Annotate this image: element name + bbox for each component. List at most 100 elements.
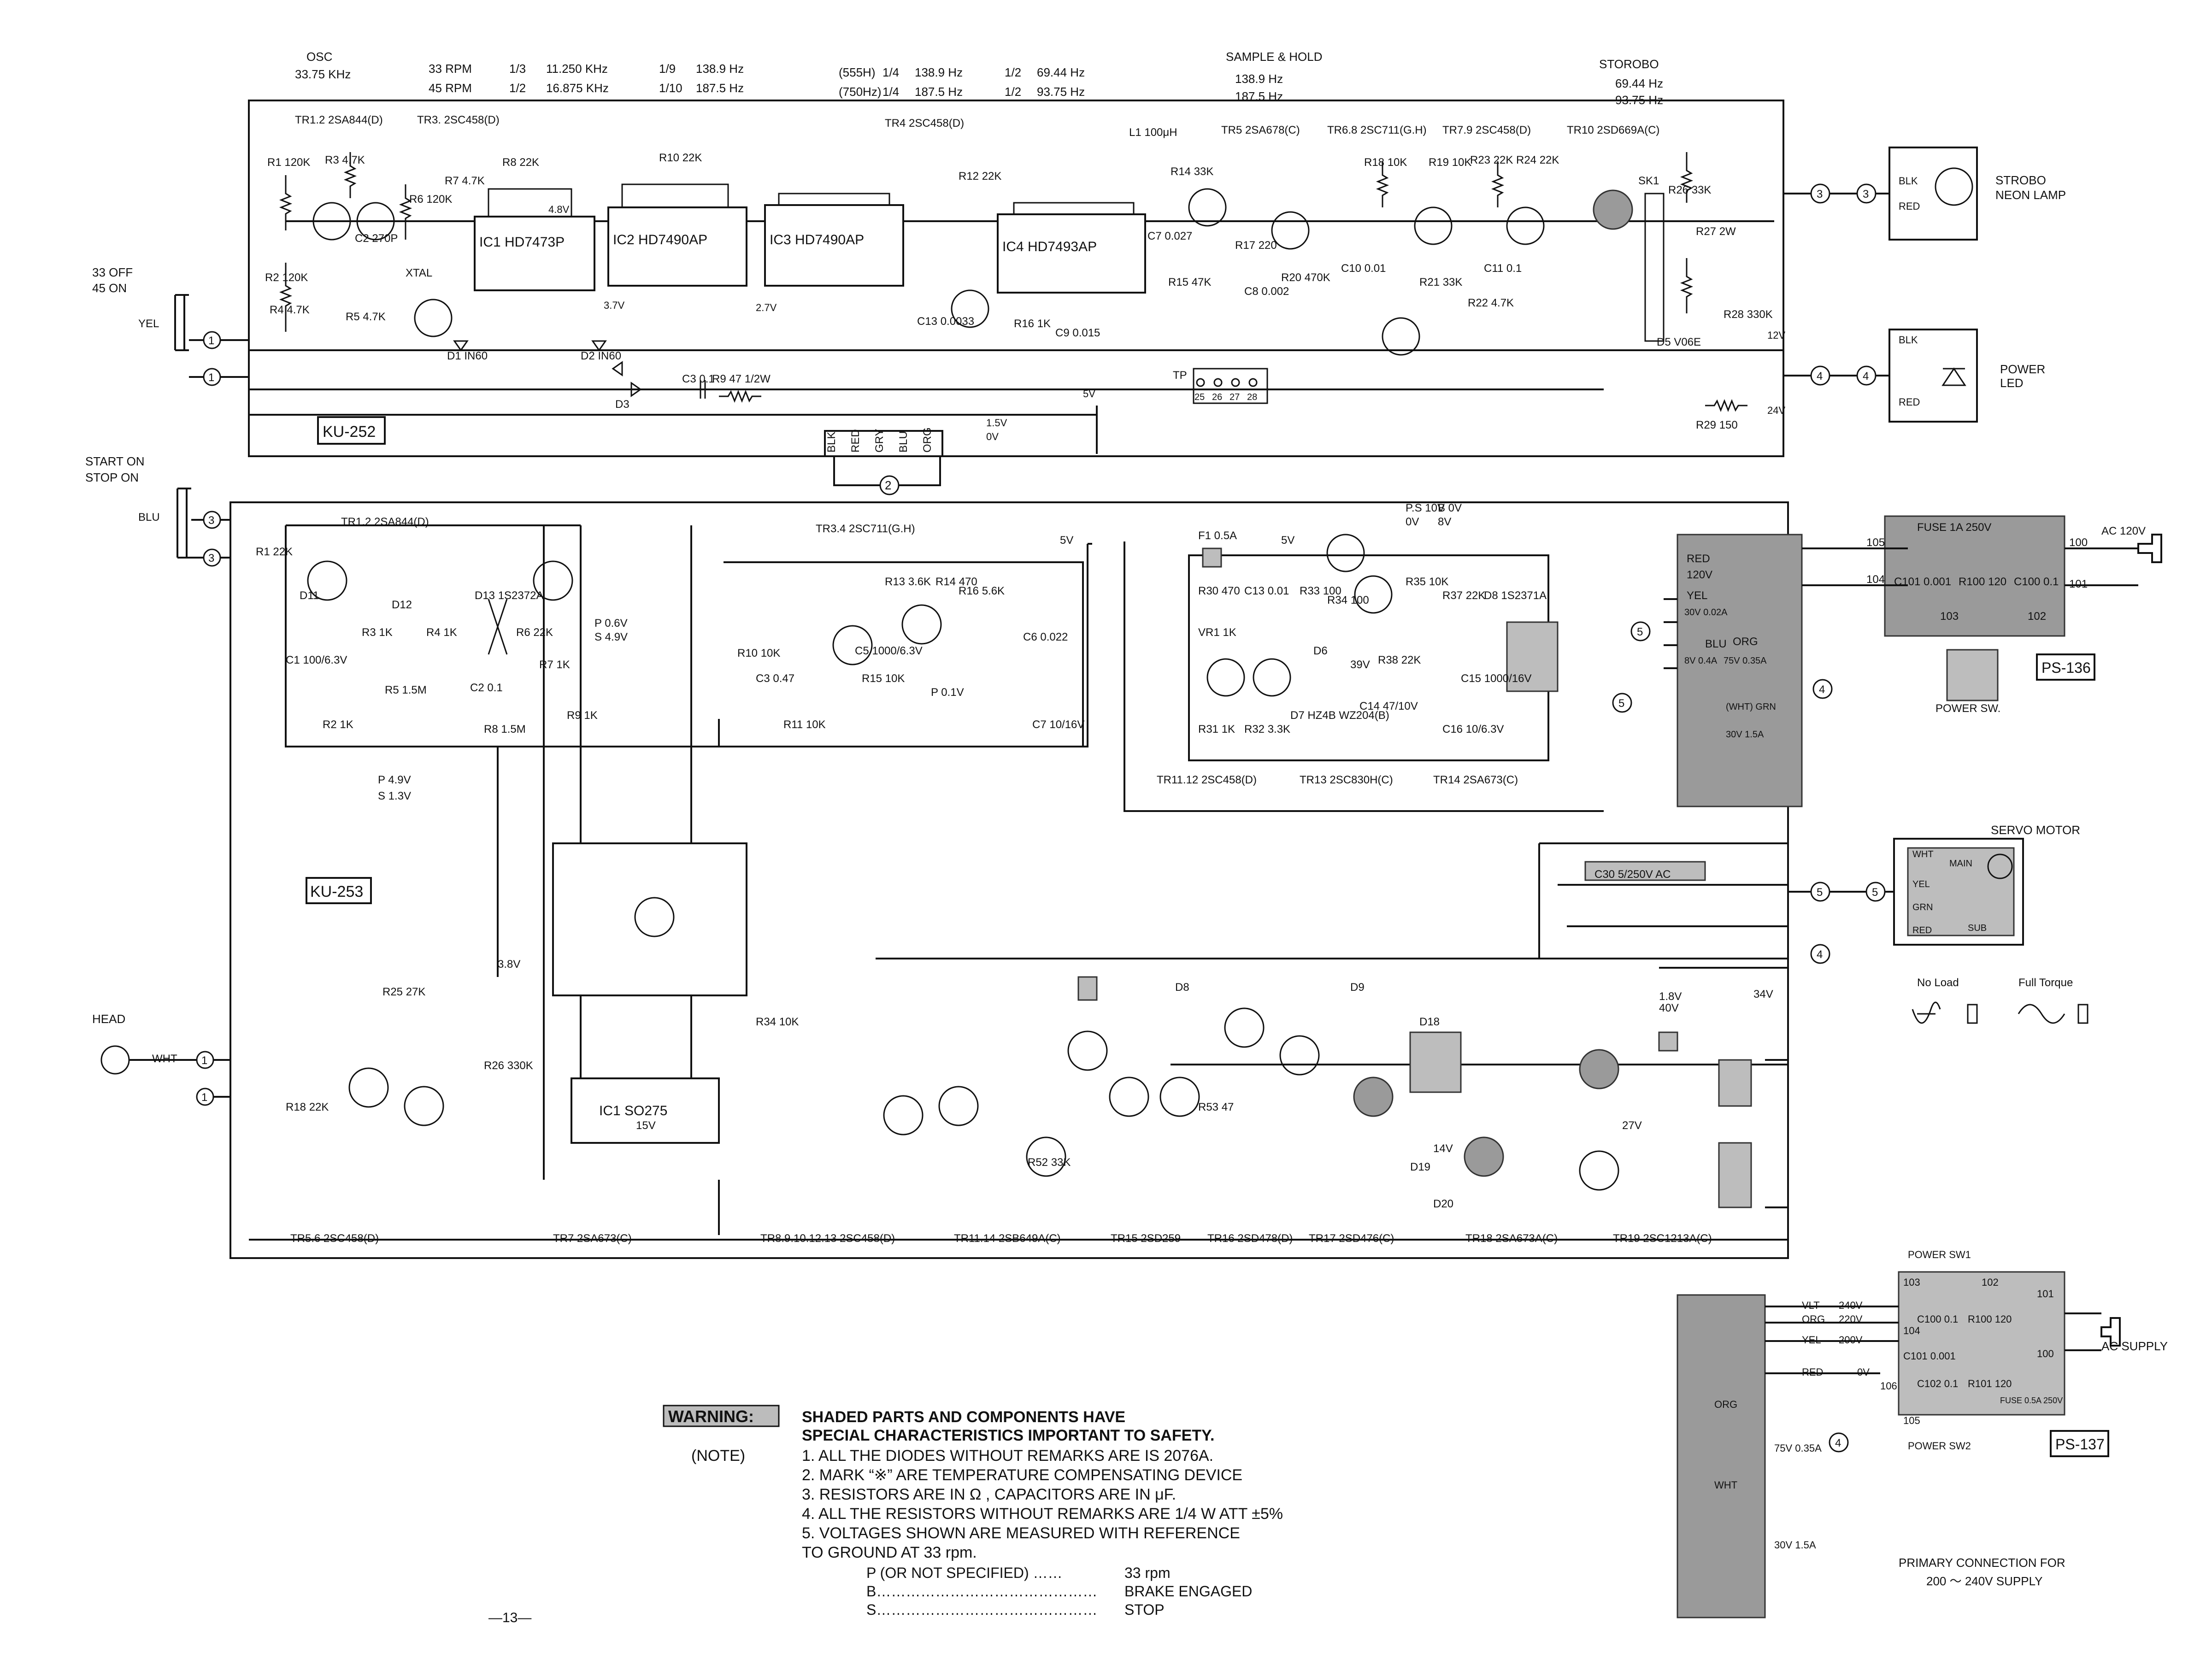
reg-c16: C16 10/6.3V [1442, 723, 1504, 735]
ku253-d19-block [1718, 1142, 1752, 1208]
ku253-tr17-type: TR17 2SD476(C) [1309, 1232, 1394, 1245]
waveform-no-load-icon [1912, 1001, 1941, 1024]
ku253-tr15-type: TR15 2SD259 [1111, 1232, 1181, 1245]
led-red: RED [1899, 396, 1920, 408]
osc-label: OSC [306, 50, 332, 64]
wire-blu: BLU [897, 431, 910, 453]
ku252-c3: C3 0.1 [682, 373, 715, 385]
ku252-r18: R18 10K [1364, 156, 1407, 169]
ku253-lower-shapes: IC1 SO275 [348, 842, 1788, 1208]
div555-div-1: 1/4 [882, 65, 899, 79]
ku252-ic1 [474, 216, 595, 291]
ps137-c102: C102 0.1 [1917, 1378, 1958, 1389]
speed-33-rpm: 33 RPM [429, 62, 472, 76]
ku253-c2: C2 0.1 [470, 682, 503, 694]
ps137-t102: 102 [1982, 1277, 1999, 1288]
ku253-tr19-type: TR19 2SC1213A(C) [1613, 1232, 1712, 1245]
ku252-d1: D1 IN60 [447, 350, 488, 362]
ku253-d14: D19 [1410, 1161, 1430, 1173]
conn-4-ps: 4 [1819, 683, 1825, 696]
ps137-tap-yel-volt: 200V [1839, 1334, 1863, 1346]
tp-label: TP [1173, 369, 1187, 382]
ku253-tr34-type: TR3.4 2SC711(G.H) [816, 523, 915, 535]
ku252-transistor-list: TR1.2 2SA844(D) TR3. 2SC458(D) TR4 2SC45… [295, 114, 1659, 136]
warning-notes: WARNING: SHADED PARTS AND COMPONENTS HAV… [663, 1405, 1283, 1618]
ku253-d18-block [1718, 1059, 1752, 1107]
ps136-c100: C100 0.1 [2014, 576, 2059, 588]
ku253-c30-block [1584, 861, 1706, 881]
ku253-label: KU-253 [310, 883, 363, 900]
reg-c14: C14 47/10V [1359, 700, 1418, 712]
ku253-c7: C7 10/16V [1032, 718, 1084, 731]
ku252-xtal: XTAL [406, 267, 432, 279]
ku253-tr34-frame [724, 543, 1092, 747]
conn-1-b: 1 [208, 371, 214, 384]
ku252-tr79-type: TR7.9 2SC458(D) [1442, 124, 1531, 136]
ps137-caption-2: 200 ～ 240V SUPPLY [1926, 1574, 2042, 1588]
conn-3-strobo-b: 3 [1863, 188, 1869, 200]
ps137-switch-block [1898, 1271, 2065, 1416]
ku252-label-box [317, 416, 386, 445]
ku252-v-48: 4.8V [548, 204, 570, 215]
ku253-upper-wires [285, 524, 1088, 1180]
reg-r34: R34 100 [1327, 594, 1369, 606]
ku252-transistors [312, 188, 1633, 356]
ku252-tr5-type: TR5 2SA678(C) [1221, 124, 1300, 136]
note-2: 2. MARK “※” ARE TEMPERATURE COMPENSATING… [802, 1466, 1242, 1484]
switch-33-45-wire: YEL [138, 318, 159, 330]
reg-tr14-type: TR14 2SA673(C) [1433, 774, 1518, 786]
ku252-c2: C2 270P [355, 232, 398, 245]
ku253-v-5: 5V [1060, 534, 1073, 547]
strobo-lamp-label-1: STROBO [1995, 173, 2046, 187]
ku252-r15: R15 47K [1168, 276, 1211, 288]
motor-main: MAIN [1949, 859, 1972, 869]
ku253-d15: D20 [1433, 1198, 1453, 1210]
ps136-tap-yel-volt: 30V 0.02A [1684, 607, 1728, 618]
strobo-blk: BLK [1899, 175, 1918, 187]
ps137-block: PS-137 POWER SW1 POWER SW2 VLT 240V ORG … [1677, 1249, 2168, 1618]
speed-45-div-b: 1/10 [659, 81, 682, 95]
ku252-r14: R14 33K [1171, 165, 1213, 178]
ku253-lower-labels: TR5.6 2SC458(D) TR7 2SA673(C) TR8.9.10.1… [286, 868, 1773, 1245]
ku252-c9: C9 0.015 [1055, 327, 1100, 339]
conn-5-ps-a: 5 [1618, 697, 1624, 710]
ku252-r12: R12 22K [959, 170, 1001, 182]
ku252-ic2 [607, 206, 747, 287]
ps137-r101: R101 120 [1968, 1378, 2012, 1389]
speed-45-freq-b: 187.5 Hz [696, 81, 744, 95]
ku253-r4: R4 1K [426, 626, 457, 639]
ku252-r4: R4 4.7K [270, 304, 310, 316]
ku253-r17: R18 22K [286, 1101, 329, 1113]
warning-line-1: SHADED PARTS AND COMPONENTS HAVE [802, 1408, 1125, 1426]
switch-start-wires [191, 519, 230, 559]
ps136-tap-blu: BLU [1705, 638, 1727, 650]
switch-33-45-wires [189, 339, 249, 378]
switch-45-on: 45 ON [92, 281, 127, 295]
switch-33-off: 33 OFF [92, 265, 133, 279]
reg-reading-ps: P.S 10V [1406, 502, 1445, 514]
wire-red: RED [849, 429, 862, 453]
strobo-lamp-box [1888, 147, 1978, 241]
conn-1-a: 1 [208, 335, 214, 347]
head-wires [129, 1059, 230, 1098]
ku253-c28: D8 [1175, 981, 1189, 994]
ku253-upper-labels: TR1.2 2SA844(D) TR3.4 2SC711(G.H) P 0.6V… [256, 516, 1084, 802]
ps136-tap-red: RED [1687, 553, 1710, 565]
ps136-wires [1664, 547, 2138, 669]
ps137-sec-org-volt: 75V 0.35A [1774, 1442, 1822, 1454]
reg-d8-block [1506, 621, 1559, 692]
ku253-c6: C6 0.022 [1023, 631, 1068, 643]
header-frequency-table: OSC 33.75 KHz 33 RPM 1/3 11.250 KHz 1/9 … [295, 50, 1663, 107]
div555-div-2: 1/4 [882, 85, 899, 99]
ps136-label-box [2036, 653, 2095, 681]
ku253-tr7-type: TR7 2SA673(C) [553, 1232, 632, 1245]
ku252-l1: L1 100μH [1129, 126, 1177, 139]
waveform-full-torque: Full Torque [2018, 977, 2073, 989]
speed-33-freq-a: 11.250 KHz [546, 62, 608, 76]
ku252-ic4 [997, 213, 1146, 294]
conn-4-ps137: 4 [1835, 1437, 1841, 1449]
wire-blk: BLK [825, 432, 838, 453]
ku252-r24: R24 22K [1516, 154, 1559, 166]
ku253-c5: C5 1000/6.3V [855, 645, 923, 657]
